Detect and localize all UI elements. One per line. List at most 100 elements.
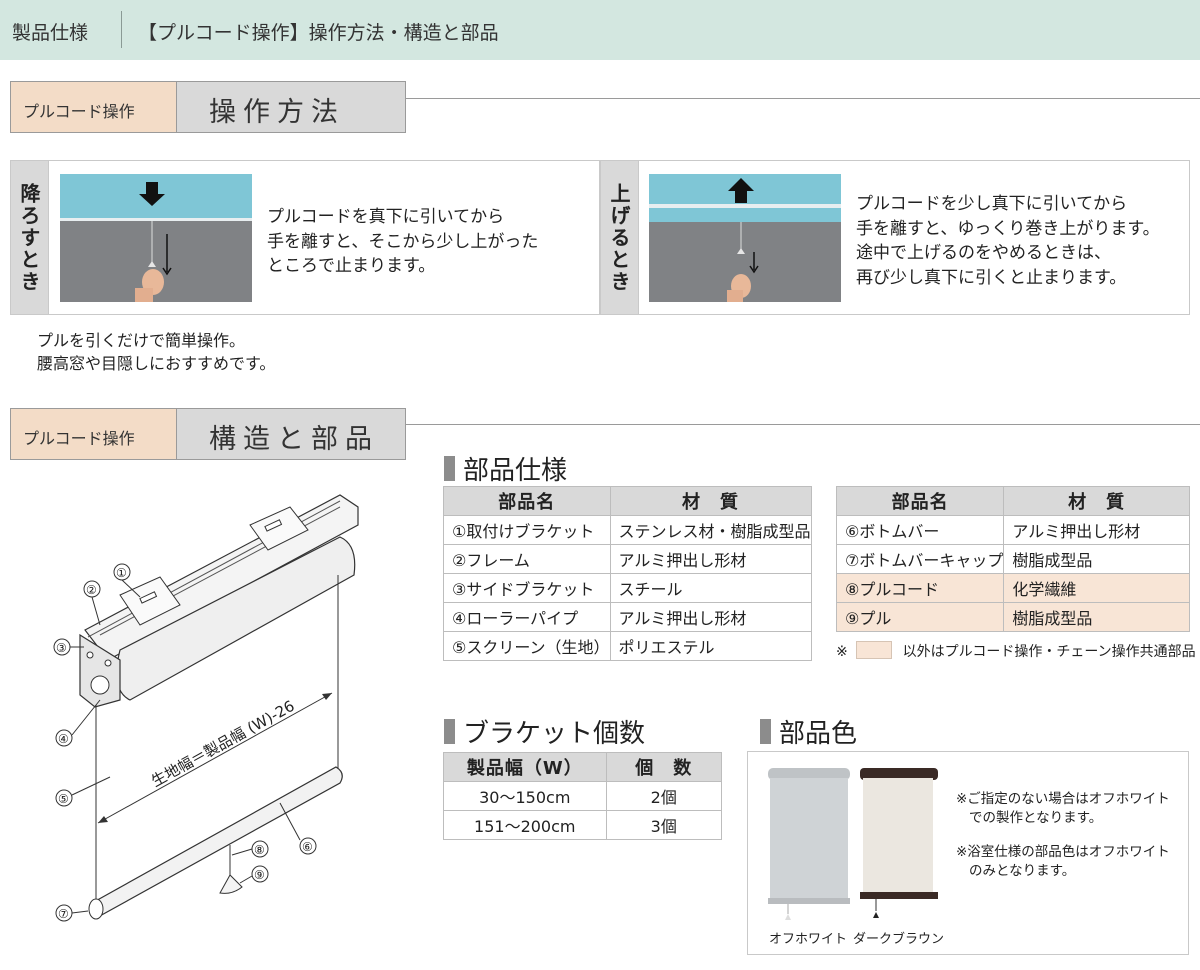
table-cell: アルミ押出し形材 (609, 602, 812, 632)
header-divider (121, 11, 122, 48)
callout-5: ⑤ (58, 792, 69, 806)
raise-panel: 上げるとき プルコードを少し真下に引いてから 手を離すと、ゆっくり巻き上がります… (600, 160, 1190, 315)
lower-desc-line: ところで止まります。 (267, 256, 436, 276)
raise-desc-line: 再び少し真下に引くと止まります。 (856, 267, 1127, 288)
lower-desc-line: プルコードを真下に引いてから (267, 207, 505, 227)
callout-9: ⑨ (254, 868, 265, 882)
color-note: ※浴室仕様の部品色はオフホワイト のみとなります。 (956, 843, 1170, 881)
callout-2: ② (86, 583, 97, 597)
section-title: 操作方法 (177, 81, 406, 133)
part-color-box: オフホワイト ダークブラウン ※ご指定のない場合はオフホワイト での製作となりま… (747, 751, 1189, 955)
table-cell: アルミ押出し形材 (609, 544, 812, 574)
parts-table-right: 部品名材 質 ⑥ボトムバーアルミ押出し形材 ⑦ボトムバーキャップ樹脂成型品 ⑧プ… (835, 486, 1190, 632)
table-row-highlighted: ⑨プル樹脂成型品 (835, 602, 1190, 632)
callout-4: ④ (58, 732, 69, 746)
col-header: 部品名 (835, 486, 1005, 516)
lower-desc-line: 手を離すと、そこから少し上がった (267, 231, 539, 252)
table-cell: ⑨プル (835, 602, 1005, 632)
section-tag: プルコード操作 (10, 408, 177, 460)
darkbrown-label: ダークブラウン (853, 932, 945, 947)
col-header: 製品幅（W） (443, 752, 607, 782)
col-header: 材 質 (1003, 486, 1190, 516)
heading-marker (444, 719, 455, 744)
color-note-line: ※ご指定のない場合はオフホワイト (956, 791, 1170, 807)
table-cell: 樹脂成型品 (1003, 544, 1190, 574)
table-cell: アルミ押出し形材 (1003, 515, 1190, 545)
raise-desc-line: 手を離すと、ゆっくり巻き上がります。 (856, 218, 1160, 239)
section-rule (406, 424, 1200, 425)
category-label: 製品仕様 (12, 22, 89, 44)
intro-line: 腰高窓や目隠しにおすすめです。 (37, 354, 276, 373)
table-cell: ②フレーム (443, 544, 611, 574)
table-cell: ステンレス材・樹脂成型品 (609, 515, 812, 545)
col-header: 部品名 (443, 486, 611, 516)
col-header: 個 数 (605, 752, 723, 782)
part-color-heading: 部品色 (760, 713, 857, 750)
note-text: 以外はプルコード操作・チェーン操作共通部品 (902, 644, 1196, 660)
raise-desc-line: プルコードを少し真下に引いてから (856, 194, 1128, 214)
color-note-line: ※浴室仕様の部品色はオフホワイト (956, 844, 1170, 860)
section-title: 構造と部品 (177, 408, 406, 460)
color-note-line: での製作となります。 (969, 810, 1103, 826)
intro-line: プルを引くだけで簡単操作。 (37, 331, 246, 350)
col-header: 材 質 (609, 486, 812, 516)
table-cell: 化学繊維 (1003, 573, 1190, 603)
parts-table-left: 部品名材 質 ①取付けブラケットステンレス材・樹脂成型品 ②フレームアルミ押出し… (443, 486, 812, 661)
table-cell: ⑥ボトムバー (835, 515, 1005, 545)
note-mark: ※ (836, 644, 848, 660)
callout-6: ⑥ (302, 840, 313, 854)
raise-photo (649, 174, 841, 302)
table-row: ③サイドブラケットスチール (443, 573, 812, 603)
table-row: ⑤スクリーン（生地）ポリエステル (443, 631, 812, 661)
table-cell: 3個 (605, 810, 723, 840)
structure-diagram: 生地幅＝製品幅 (W)-26 ① ② ③ ④ ⑤ ⑥ ⑦ ⑧ ⑨ (40, 485, 380, 935)
callout-7: ⑦ (58, 907, 69, 921)
table-cell: 30～150cm (443, 781, 607, 811)
table-cell: 樹脂成型品 (1003, 602, 1190, 632)
section-tag: プルコード操作 (10, 81, 177, 133)
table-cell: 2個 (605, 781, 723, 811)
parts-spec-heading-text: 部品仕様 (463, 456, 568, 486)
page-title: 【プルコード操作】操作方法・構造と部品 (138, 22, 499, 44)
offwhite-label: オフホワイト (769, 932, 848, 947)
table-cell: ①取付けブラケット (443, 515, 611, 545)
table-cell: 151～200cm (443, 810, 607, 840)
lower-label: 降ろすとき (11, 161, 49, 314)
callout-8: ⑧ (254, 843, 265, 857)
table-cell: ポリエステル (609, 631, 812, 661)
color-note-line: のみとなります。 (969, 863, 1076, 879)
intro-text: プルを引くだけで簡単操作。 腰高窓や目隠しにおすすめです。 (37, 329, 275, 375)
table-row: ①取付けブラケットステンレス材・樹脂成型品 (443, 515, 812, 545)
lower-photo (60, 174, 252, 302)
parts-note: ※ 以外はプルコード操作・チェーン操作共通部品 (836, 641, 1196, 661)
raise-desc-line: 途中で上げるのをやめるときは、 (856, 243, 1111, 263)
callout-1: ① (116, 566, 127, 580)
table-cell: ⑧プルコード (835, 573, 1005, 603)
parts-spec-heading: 部品仕様 (444, 450, 567, 487)
section-rule (406, 98, 1200, 99)
lower-description: プルコードを真下に引いてから 手を離すと、そこから少し上がった ところで止まりま… (267, 205, 538, 279)
table-cell: ④ローラーパイプ (443, 602, 611, 632)
table-row: ⑥ボトムバーアルミ押出し形材 (835, 515, 1190, 545)
raise-label: 上げるとき (601, 161, 639, 314)
color-note: ※ご指定のない場合はオフホワイト での製作となります。 (956, 790, 1170, 828)
heading-marker (444, 456, 455, 481)
table-row: ⑦ボトムバーキャップ樹脂成型品 (835, 544, 1190, 574)
table-row: ④ローラーパイプアルミ押出し形材 (443, 602, 812, 632)
heading-marker (760, 719, 771, 744)
header-bar: 製品仕様 【プルコード操作】操作方法・構造と部品 (0, 0, 1200, 60)
raise-description: プルコードを少し真下に引いてから 手を離すと、ゆっくり巻き上がります。 途中で上… (856, 192, 1160, 290)
table-cell: ⑤スクリーン（生地） (443, 631, 611, 661)
table-cell: ③サイドブラケット (443, 573, 611, 603)
offwhite-swatch (768, 768, 850, 924)
table-cell: ⑦ボトムバーキャップ (835, 544, 1005, 574)
bracket-count-heading-text: ブラケット個数 (463, 719, 646, 749)
bracket-count-heading: ブラケット個数 (444, 713, 645, 750)
darkbrown-swatch (860, 768, 938, 924)
part-color-heading-text: 部品色 (779, 719, 858, 749)
table-row: ②フレームアルミ押出し形材 (443, 544, 812, 574)
width-label: 生地幅＝製品幅 (W)-26 (148, 697, 297, 791)
